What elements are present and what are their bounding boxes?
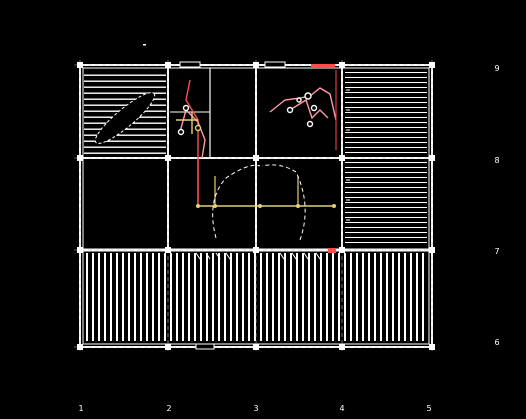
fixture-node [296,204,300,208]
fixture-node [196,204,200,208]
wall-tick [279,252,321,260]
fixture-node [296,97,302,103]
fixture-node [286,106,294,114]
column-marker [253,247,259,253]
fixture-node [194,124,202,132]
piping-room-c [196,158,336,241]
row-label-6: 6 [494,338,499,347]
stray-mark [143,44,146,46]
row-label-8: 8 [494,156,499,165]
fixture-node [182,104,190,112]
fixture-node [213,204,217,208]
axis-labels: 1 2 3 4 5 9 8 7 6 [78,64,499,413]
column-marker [165,155,171,161]
window-opening [195,343,215,350]
column-marker [429,155,435,161]
fixture-node [310,104,318,112]
column-marker [77,247,83,253]
fixture-node [332,204,336,208]
column-marker [253,344,259,350]
wall-tick [195,252,231,260]
row-label-7: 7 [494,247,499,256]
column-label-1: 1 [78,404,83,413]
column-marker [77,155,83,161]
fixture-dashed-arc [212,164,306,241]
column-marker [77,344,83,350]
column-marker [429,344,435,350]
stair-ellipse [94,92,156,144]
column-marker [165,62,171,68]
column-marker [77,62,83,68]
hatch-zone-bottom [84,253,427,341]
pipe-red [185,79,199,158]
column-marker [429,62,435,68]
column-marker [339,344,345,350]
column-marker [253,62,259,68]
column-marker [339,247,345,253]
piping-room-b [269,70,337,150]
wall-openings [179,61,286,350]
column-label-3: 3 [253,404,258,413]
window-opening [264,61,286,68]
row-label-9: 9 [494,64,499,73]
window-opening [179,61,201,68]
piping-room-a [176,79,206,159]
pipe-yellow [176,112,198,134]
column-label-5: 5 [426,404,431,413]
stair-symbol [94,92,156,144]
fixture-node [304,92,312,100]
column-markers [77,62,435,350]
pipe-pink [289,98,329,120]
wall-tick [346,89,350,221]
column-marker [429,247,435,253]
wall-ticks [195,89,350,260]
fixture-node [306,120,314,128]
column-marker [339,155,345,161]
column-marker [165,247,171,253]
column-marker [339,62,345,68]
column-marker [253,155,259,161]
red-wall-marker [328,248,336,253]
fixture-node [258,204,262,208]
red-wall-segment [311,64,335,68]
pipe-pink [179,108,206,159]
fixture-node [177,128,185,136]
pipe-yellow [214,176,299,206]
column-label-4: 4 [339,404,344,413]
column-label-2: 2 [166,404,171,413]
column-marker [165,344,171,350]
